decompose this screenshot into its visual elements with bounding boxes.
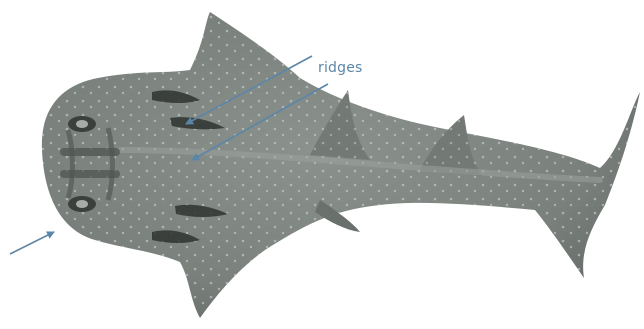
ray-body [42,12,640,318]
head-arrow [10,232,54,254]
ridges-label: ridges [318,60,363,76]
